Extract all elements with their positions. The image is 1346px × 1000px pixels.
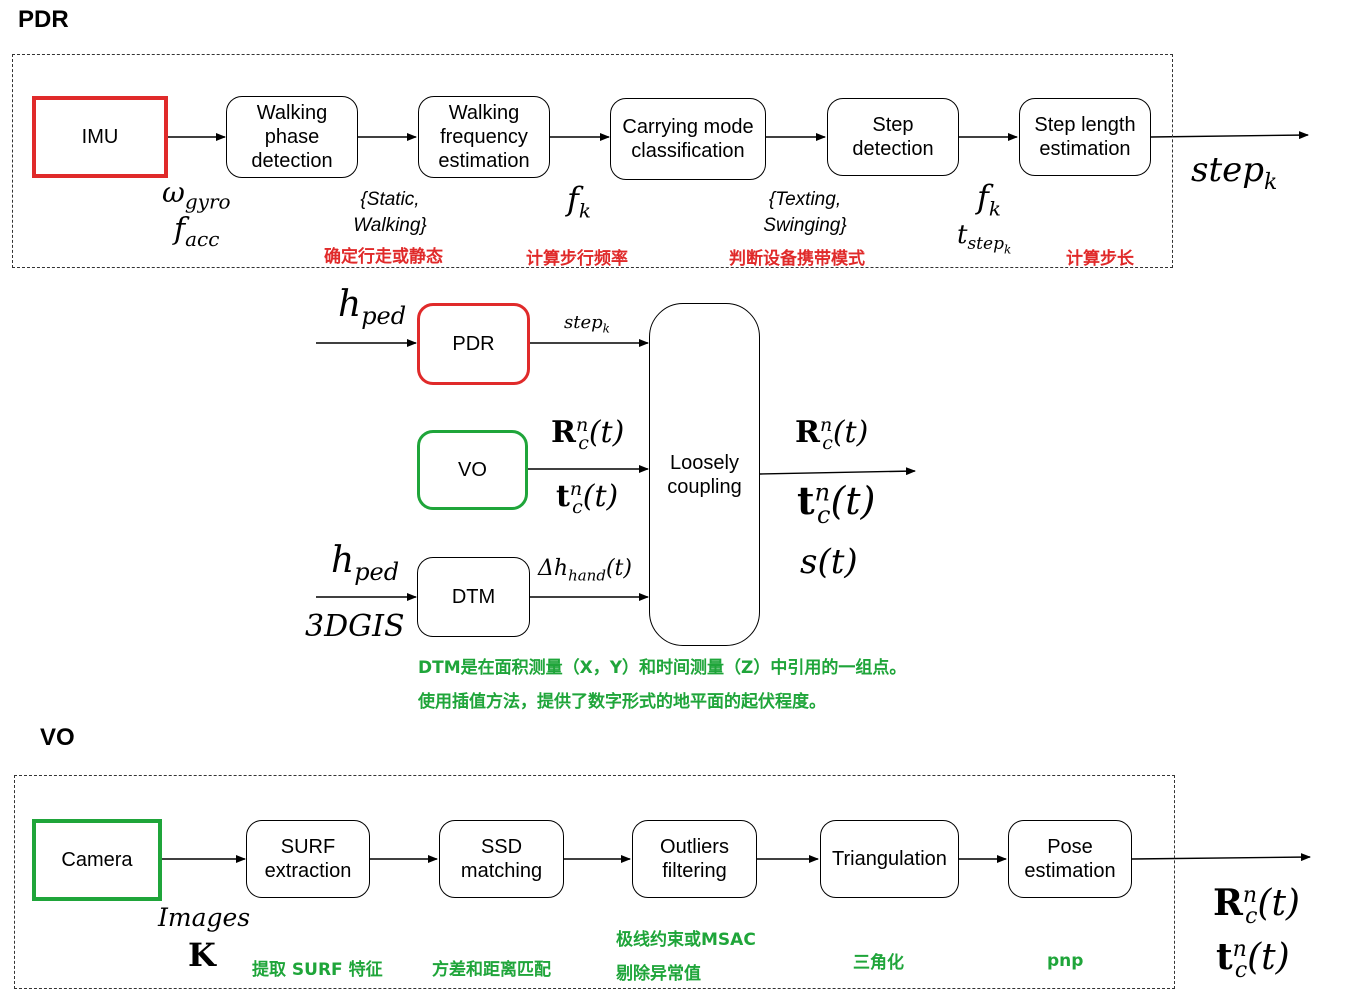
walking-frequency-box: Walking frequency estimation xyxy=(418,96,550,178)
pdr-module-box: PDR xyxy=(417,303,530,385)
dtm-note-line-1: DTM是在面积测量（X，Y）和时间测量（Z）中引用的一组点。 xyxy=(418,658,907,678)
h-ped-label-2: hped xyxy=(331,540,400,587)
step-k-output-label: stepk xyxy=(1191,150,1278,195)
t-vo-out-label: tnc(t) xyxy=(1216,936,1290,984)
cn-surf: 提取 SURF 特征 xyxy=(252,960,383,980)
cn-outliers-2: 剔除异常值 xyxy=(616,964,701,984)
surf-extraction-box: SURF extraction xyxy=(246,820,370,898)
step-length-box: Step length estimation xyxy=(1019,98,1151,176)
f-acc-label: facc xyxy=(174,212,220,251)
cn-pnp: pnp xyxy=(1047,951,1084,971)
cn-step-length: 计算步长 xyxy=(1066,249,1134,269)
vo-dashed-frame xyxy=(14,775,1175,989)
step-k-label-mid: stepk xyxy=(564,312,610,336)
R-out-label: Rnc(t) xyxy=(795,414,869,454)
arrow-pdr-out xyxy=(1150,131,1309,140)
R-in-label: Rnc(t) xyxy=(551,414,625,454)
3dgis-label: 3DGIS xyxy=(305,609,405,644)
delta-h-hand-label: Δhhand(t) xyxy=(538,556,632,585)
t-step-label: tstepk xyxy=(957,220,1012,257)
pdr-dashed-frame xyxy=(12,54,1173,268)
cn-triangulation: 三角化 xyxy=(853,953,904,973)
t-in-label: tnc(t) xyxy=(556,478,619,518)
pose-estimation-box: Pose estimation xyxy=(1008,820,1132,898)
fk-step-label: fk xyxy=(977,178,1001,221)
h-ped-label-1: hped xyxy=(338,284,407,331)
cn-ssd: 方差和距离匹配 xyxy=(432,960,551,980)
dtm-module-box: DTM xyxy=(417,557,530,637)
arrow-vo-out xyxy=(1131,853,1311,862)
s-out-label: s(t) xyxy=(800,542,858,582)
cn-outliers-1: 极线约束或MSAC xyxy=(616,930,756,950)
loosely-coupling-box: Loosely coupling xyxy=(649,303,760,646)
texting-swinging-label: {Texting, Swinging} xyxy=(763,189,847,236)
t-out-label: tnc(t) xyxy=(797,478,876,529)
carrying-mode-box: Carrying mode classification xyxy=(610,98,766,180)
arrow-couple-out xyxy=(759,467,916,476)
camera-box: Camera xyxy=(32,819,162,901)
vo-section-title: VO xyxy=(40,724,75,751)
cn-static-walking: 确定行走或静态 xyxy=(324,247,443,267)
images-label: Images xyxy=(158,903,251,932)
triangulation-box: Triangulation xyxy=(820,820,959,898)
dtm-note-line-2: 使用插值方法，提供了数字形式的地平面的起伏程度。 xyxy=(418,692,826,712)
pdr-section-title: PDR xyxy=(18,6,69,33)
outliers-filtering-box: Outliers filtering xyxy=(632,820,757,898)
K-label: K xyxy=(188,936,216,974)
imu-box: IMU xyxy=(32,96,168,178)
cn-carrying-mode: 判断设备携带模式 xyxy=(729,249,865,269)
ssd-matching-box: SSD matching xyxy=(439,820,564,898)
cn-walking-frequency: 计算步行频率 xyxy=(526,249,628,269)
fk-label: fk xyxy=(567,180,591,223)
step-detection-box: Step detection xyxy=(827,98,959,176)
walking-phase-box: Walking phase detection xyxy=(226,96,358,178)
R-vo-out-label: Rnc(t) xyxy=(1213,882,1300,930)
vo-module-box: VO xyxy=(417,430,528,510)
omega-gyro-label: ωgyro xyxy=(162,176,231,214)
static-walking-label: {Static, Walking} xyxy=(353,189,427,236)
